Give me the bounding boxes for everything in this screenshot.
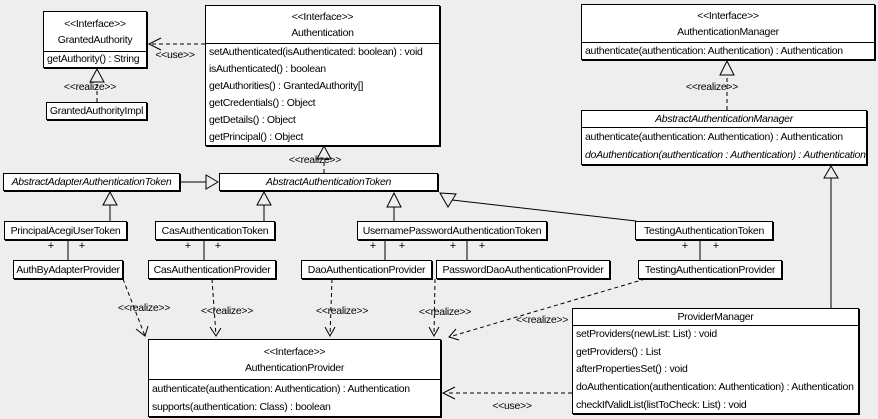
class-name: CasAuthenticationToken bbox=[161, 224, 269, 237]
class-name: AbstractAuthenticationToken bbox=[265, 176, 392, 188]
class-testing-authentication-provider[interactable]: TestingAuthenticationProvider bbox=[638, 260, 782, 279]
class-name: Authentication bbox=[291, 26, 354, 39]
stereotype-label: <<Interface>> bbox=[64, 17, 126, 30]
class-name: AbstractAuthenticationManager bbox=[655, 112, 793, 125]
class-authentication[interactable]: <<Interface>> Authentication setAuthenti… bbox=[205, 5, 440, 146]
method: supports(authentication: Class) : boolea… bbox=[152, 401, 331, 414]
class-cas-authentication-provider[interactable]: CasAuthenticationProvider bbox=[148, 260, 276, 279]
association-plus: + bbox=[184, 240, 192, 252]
class-provider-manager[interactable]: ProviderManager setProviders(newList: Li… bbox=[572, 308, 859, 414]
realize-label: <<realize>> bbox=[288, 154, 342, 166]
class-header: <<Interface>> AuthenticationProvider bbox=[149, 340, 440, 380]
method: authenticate(authentication: Authenticat… bbox=[585, 131, 843, 143]
class-principal-acegi-user-token[interactable]: PrincipalAcegiUserToken bbox=[4, 221, 127, 240]
class-authentication-provider[interactable]: <<Interface>> AuthenticationProvider aut… bbox=[148, 339, 441, 417]
class-authentication-manager[interactable]: <<Interface>> AuthenticationManager auth… bbox=[581, 4, 875, 60]
class-name: AuthenticationProvider bbox=[244, 361, 345, 374]
stereotype-label: <<Interface>> bbox=[697, 9, 759, 22]
method: getPrincipal() : Object bbox=[209, 131, 304, 144]
use-label: <<use>> bbox=[492, 400, 532, 412]
realize-label: <<realize>> bbox=[315, 305, 369, 317]
class-name: AbstractAdapterAuthenticationToken bbox=[11, 176, 172, 188]
class-granted-authority-impl[interactable]: GrantedAuthorityImpl bbox=[46, 102, 147, 120]
association-plus: + bbox=[78, 240, 86, 252]
class-password-dao-authentication-provider[interactable]: PasswordDaoAuthenticationProvider bbox=[436, 260, 610, 279]
realize-label: <<realize>> bbox=[200, 305, 254, 317]
association-plus: + bbox=[712, 240, 720, 252]
method: getCredentials() : Object bbox=[209, 97, 316, 110]
method: getAuthorities() : GrantedAuthority[] bbox=[209, 80, 364, 93]
realize-label: <<realize>> bbox=[117, 302, 171, 314]
association-plus: + bbox=[369, 240, 377, 252]
generalization-cas-token bbox=[256, 190, 272, 221]
use-label: <<use>> bbox=[155, 49, 195, 61]
class-name: CasAuthenticationProvider bbox=[153, 263, 271, 276]
association-plus: + bbox=[478, 240, 486, 252]
association-plus: + bbox=[214, 240, 222, 252]
realize-label: <<realize>> bbox=[515, 314, 569, 326]
generalization-username-password-token bbox=[386, 191, 402, 221]
class-name: DaoAuthenticationProvider bbox=[307, 263, 426, 276]
method: authenticate(authentication: Authenticat… bbox=[585, 45, 843, 57]
class-name: PasswordDaoAuthenticationProvider bbox=[442, 263, 604, 276]
class-granted-authority[interactable]: <<Interface>> GrantedAuthority getAuthor… bbox=[43, 11, 147, 68]
method: getAuthority() : String bbox=[47, 53, 140, 65]
class-name: ProviderManager bbox=[677, 310, 754, 323]
use-provider-manager-to-authentication-provider bbox=[441, 386, 572, 400]
generalization-principal-token bbox=[102, 190, 118, 221]
realize-label: <<realize>> bbox=[685, 81, 739, 93]
generalization-provider-manager bbox=[823, 165, 839, 308]
class-abstract-authentication-token[interactable]: AbstractAuthenticationToken bbox=[219, 173, 438, 191]
class-username-password-authentication-token[interactable]: UsernamePasswordAuthenticationToken bbox=[357, 221, 547, 240]
class-auth-by-adapter-provider[interactable]: AuthByAdapterProvider bbox=[13, 260, 123, 279]
association-plus: + bbox=[47, 240, 55, 252]
class-dao-authentication-provider[interactable]: DaoAuthenticationProvider bbox=[301, 260, 432, 279]
class-header: AbstractAuthenticationManager bbox=[582, 111, 866, 128]
stereotype-label: <<Interface>> bbox=[291, 10, 354, 23]
class-name: TestingAuthenticationProvider bbox=[644, 263, 776, 276]
method: afterPropertiesSet() : void bbox=[576, 363, 688, 376]
class-cas-authentication-token[interactable]: CasAuthenticationToken bbox=[155, 221, 275, 240]
class-name: TestingAuthenticationToken bbox=[643, 224, 765, 237]
generalization-adapter-token-to-abstract-token bbox=[180, 174, 219, 190]
association-plus: + bbox=[681, 240, 689, 252]
association-plus: + bbox=[449, 240, 457, 252]
class-header: ProviderManager bbox=[573, 309, 858, 326]
association-plus: + bbox=[398, 240, 406, 252]
stereotype-label: <<Interface>> bbox=[263, 345, 326, 358]
class-name: PrincipalAcegiUserToken bbox=[10, 224, 121, 237]
method: getProviders() : List bbox=[576, 345, 661, 358]
class-name: GrantedAuthority bbox=[57, 33, 133, 46]
class-header: <<Interface>> GrantedAuthority bbox=[44, 12, 146, 52]
method: authenticate(authentication: Authenticat… bbox=[152, 383, 410, 395]
method: checkIfValidList(listToCheck: List) : vo… bbox=[576, 398, 747, 411]
class-name: GrantedAuthorityImpl bbox=[49, 105, 144, 117]
class-abstract-adapter-authentication-token[interactable]: AbstractAdapterAuthenticationToken bbox=[3, 173, 180, 191]
method: getDetails() : Object bbox=[209, 114, 296, 127]
generalization-testing-token bbox=[439, 192, 637, 222]
class-header: <<Interface>> AuthenticationManager bbox=[582, 5, 874, 43]
method: setAuthenticated(isAuthenticated: boolea… bbox=[209, 46, 423, 58]
method: isAuthenticated() : boolean bbox=[209, 63, 326, 76]
class-name: AuthByAdapterProvider bbox=[16, 263, 120, 276]
class-abstract-authentication-manager[interactable]: AbstractAuthenticationManager authentica… bbox=[581, 110, 867, 165]
realize-label: <<realize>> bbox=[63, 81, 117, 93]
method: doAuthentication(authentication : Authen… bbox=[585, 149, 866, 162]
class-name: UsernamePasswordAuthenticationToken bbox=[362, 224, 542, 237]
method: setProviders(newList: List) : void bbox=[576, 328, 717, 340]
realize-label: <<realize>> bbox=[418, 306, 472, 318]
class-testing-authentication-token[interactable]: TestingAuthenticationToken bbox=[635, 221, 773, 240]
class-name: AuthenticationManager bbox=[677, 25, 779, 38]
method: doAuthentication(authentication: Authent… bbox=[576, 381, 854, 394]
class-header: <<Interface>> Authentication bbox=[206, 6, 439, 44]
